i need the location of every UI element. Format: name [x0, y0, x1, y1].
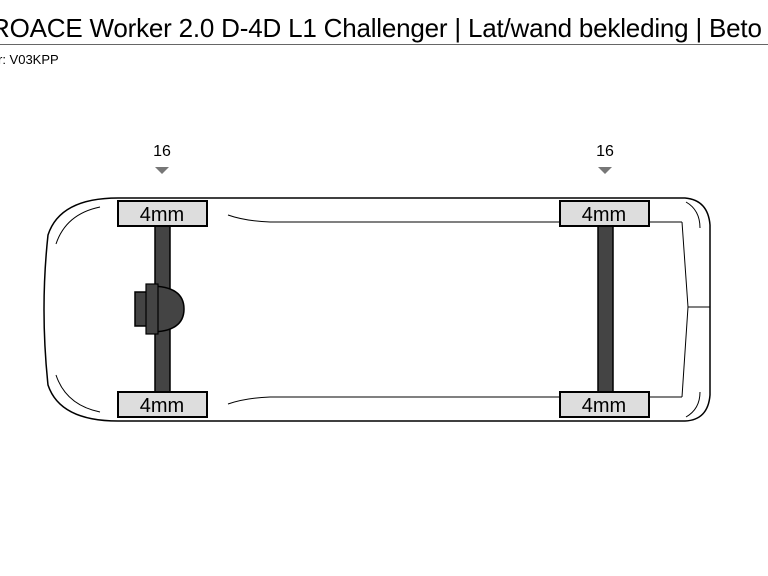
- tire-rear-right: 4mm: [559, 391, 650, 418]
- vehicle-reference: r: V03KPP: [0, 52, 59, 67]
- tire-front-left-tread: 4mm: [140, 204, 184, 226]
- axle-front-marker: 16: [153, 143, 171, 174]
- axle-rear-marker: 16: [596, 143, 614, 174]
- van-outline: [43, 197, 711, 422]
- tire-rear-right-tread: 4mm: [582, 395, 626, 417]
- tire-front-left: 4mm: [117, 200, 208, 227]
- title-divider: [0, 44, 768, 45]
- tire-front-right-tread: 4mm: [140, 395, 184, 417]
- tire-rear-left-tread: 4mm: [582, 204, 626, 226]
- axle-rear-label: 16: [596, 143, 614, 160]
- axle-front-label: 16: [153, 143, 171, 160]
- axle-rear-arrow-icon: [598, 167, 612, 174]
- page-title: ROACE Worker 2.0 D-4D L1 Challenger | La…: [0, 13, 762, 43]
- tire-rear-left: 4mm: [559, 200, 650, 227]
- axle-front-arrow-icon: [155, 167, 169, 174]
- van-detail-lines: [55, 201, 710, 418]
- front-diff-housing: [145, 283, 159, 335]
- rear-axle-shaft: [597, 225, 614, 393]
- tire-front-right: 4mm: [117, 391, 208, 418]
